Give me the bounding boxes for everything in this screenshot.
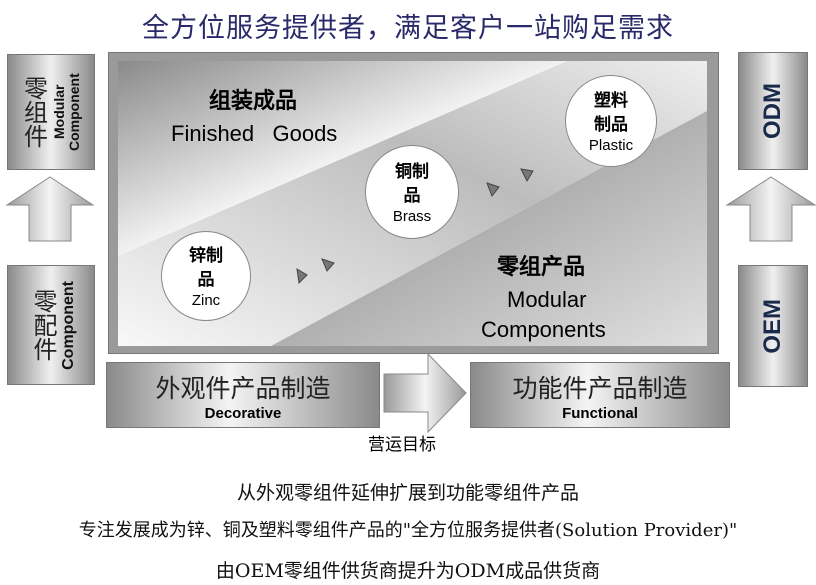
- up-arrow-icon: [5, 176, 95, 242]
- footer-line-2: 专注发展成为锌、铜及塑料零组件产品的"全方位服务提供者(Solution Pro…: [78, 520, 738, 541]
- finished-goods-en: Finished Goods: [171, 121, 338, 146]
- odm-label: ODM: [759, 83, 786, 139]
- zinc-circle: 锌制 品 Zinc: [161, 231, 251, 321]
- zinc-en: Zinc: [191, 291, 221, 309]
- plastic-en: Plastic: [588, 136, 634, 154]
- modular-component-cn: 零组件: [19, 76, 48, 148]
- component-cn: 零配件: [29, 289, 57, 361]
- up-arrow-icon: [725, 176, 816, 242]
- decorative-en: Decorative: [204, 405, 282, 422]
- brass-en: Brass: [392, 207, 432, 225]
- decorative-cn: 外观件产品制造: [155, 374, 331, 403]
- functional-box: 功能件产品制造 Functional: [470, 362, 730, 428]
- brass-circle: 铜制 品 Brass: [365, 145, 459, 239]
- plastic-circle: 塑料 制品 Plastic: [565, 75, 657, 167]
- zinc-cn1: 锌制: [189, 245, 223, 266]
- zinc-cn2: 品: [197, 269, 215, 290]
- plastic-cn1: 塑料: [594, 90, 628, 111]
- oem-label: OEM: [759, 298, 786, 354]
- plastic-cn2: 制品: [594, 114, 628, 135]
- operating-goal-label: 营运目标: [368, 435, 436, 455]
- brass-cn2: 品: [403, 185, 421, 206]
- page-title: 全方位服务提供者，满足客户一站购足需求: [142, 13, 674, 44]
- footer-line-3: 由OEM零组件供货商提升为ODM成品供货商: [215, 560, 601, 582]
- right-arrow-icon: [383, 352, 467, 434]
- functional-cn: 功能件产品制造: [512, 374, 688, 403]
- modular-products-cn: 零组产品: [497, 254, 586, 280]
- modular-products-en2: Components: [481, 317, 606, 342]
- modular-component-box: 零组件 Modular Component: [7, 54, 95, 170]
- oem-box: OEM: [738, 265, 808, 387]
- footer-line-1: 从外观零组件延伸扩展到功能零组件产品: [236, 482, 579, 504]
- modular-products-en1: Modular: [507, 287, 587, 312]
- decorative-box: 外观件产品制造 Decorative: [106, 362, 380, 428]
- odm-box: ODM: [738, 52, 808, 170]
- brass-cn1: 铜制: [395, 161, 429, 182]
- component-box: 零配件 Component: [7, 265, 95, 385]
- component-en: Component: [60, 280, 77, 370]
- finished-goods-cn: 组装成品: [209, 88, 298, 114]
- product-panel: 组装成品 Finished Goods 零组产品 Modular Compone…: [108, 52, 719, 354]
- modular-component-en: Modular Component: [50, 73, 82, 151]
- functional-en: Functional: [562, 405, 638, 422]
